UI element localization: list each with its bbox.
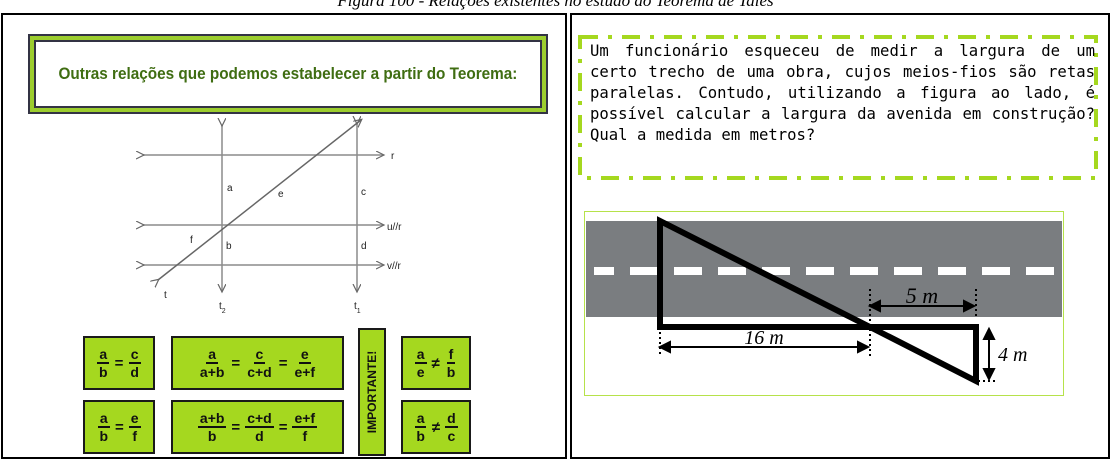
important-box: IMPORTANTE!	[358, 328, 386, 456]
label-f: f	[190, 235, 193, 246]
label-d: d	[361, 241, 367, 252]
important-label: IMPORTANTE!	[365, 350, 379, 434]
big-triangle	[657, 216, 872, 330]
label-c: c	[361, 187, 366, 198]
problem-box: Um funcionário esqueceu de medir a largu…	[578, 35, 1098, 180]
label-t2: t2	[219, 301, 226, 315]
label-e: e	[278, 189, 284, 200]
header-box: Outras relações que podemos estabelecer …	[28, 34, 548, 114]
small-triangle	[868, 324, 979, 386]
problem-text: Um funcionário esqueceu de medir a largu…	[590, 42, 1095, 144]
left-panel: Outras relações que podemos estabelecer …	[1, 13, 567, 459]
label-16m: 16 m	[744, 327, 783, 349]
label-u: u//r	[387, 222, 402, 233]
right-panel: Um funcionário esqueceu de medir a largu…	[570, 13, 1110, 459]
label-5m: 5 m	[906, 283, 938, 308]
line-t	[158, 120, 361, 280]
label-a: a	[227, 183, 233, 194]
label-t: t	[164, 290, 167, 301]
label-4m: 4 m	[998, 344, 1027, 366]
label-t1: t1	[354, 301, 361, 315]
road-figure: 5 m 16 m 4 m	[584, 211, 1064, 396]
lane-dashes	[594, 267, 1054, 275]
label-r: r	[391, 151, 395, 162]
figure-caption: Figura 100 - Relações existentes no estu…	[337, 0, 774, 10]
problem-dashed-border	[578, 35, 1098, 180]
label-b: b	[226, 241, 232, 252]
header-title: Outras relações que podemos estabelecer …	[58, 64, 518, 83]
header-inner: Outras relações que podemos estabelecer …	[34, 40, 542, 108]
label-v: v//r	[387, 261, 402, 272]
thales-figure: r u//r v//r a b c d e f t t2 t1	[113, 115, 402, 315]
